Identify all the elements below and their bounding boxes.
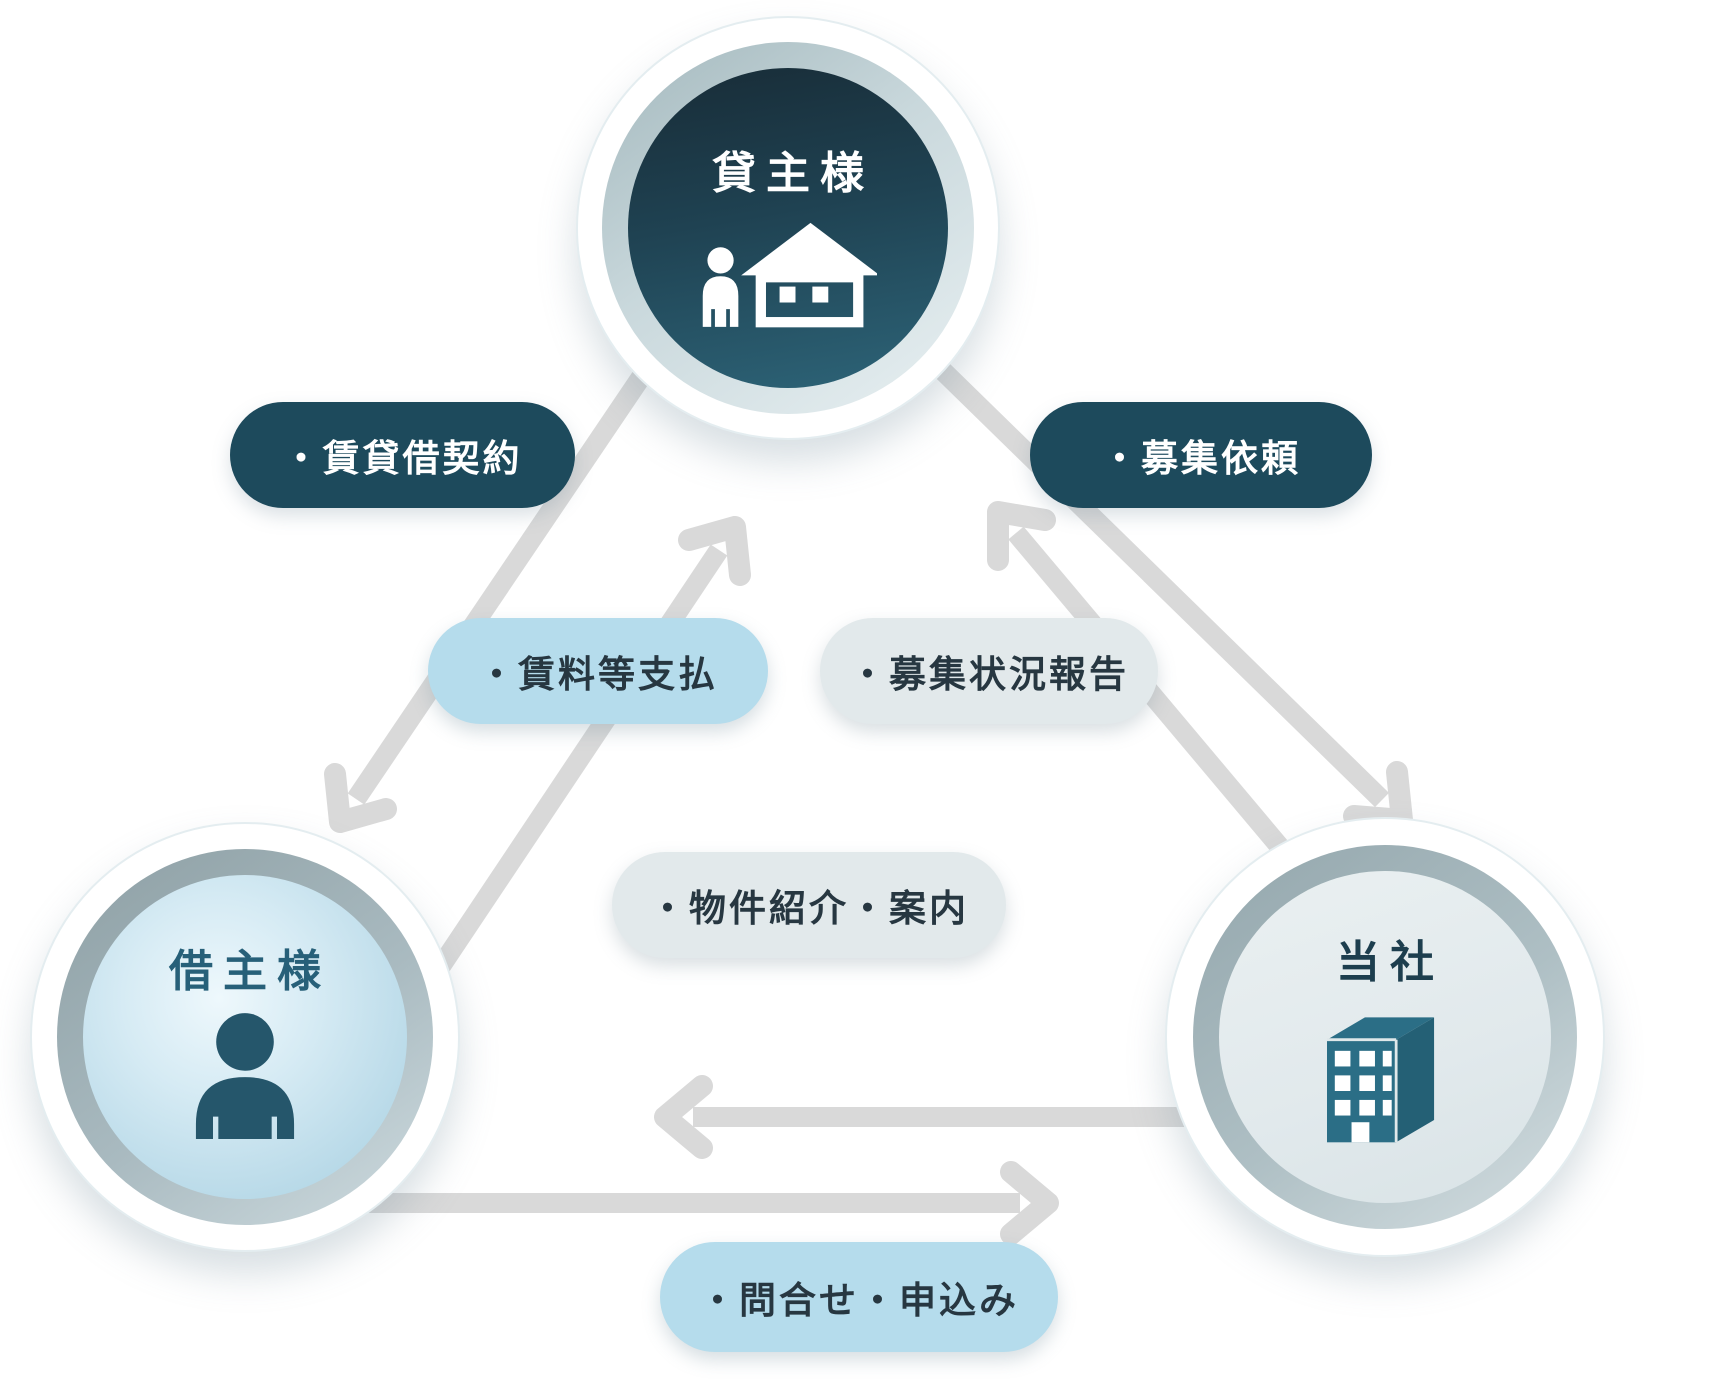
pill-lease-contract: ・賃貸借契約 bbox=[230, 402, 575, 508]
arrow-landlord-to-tenant bbox=[324, 352, 663, 833]
company-circle: 当社 bbox=[1219, 871, 1551, 1203]
tenant-circle: 借主様 bbox=[83, 875, 407, 1199]
pill-property-introduction: ・物件紹介・案内 bbox=[612, 852, 1006, 958]
person-icon bbox=[195, 1013, 295, 1139]
building-icon bbox=[1327, 1016, 1435, 1142]
node-tenant: 借主様 bbox=[30, 822, 460, 1252]
node-company: 当社 bbox=[1165, 817, 1605, 1257]
tenant-label: 借主様 bbox=[169, 947, 331, 996]
company-label: 当社 bbox=[1336, 937, 1444, 987]
pill-rent-payment: ・賃料等支払 bbox=[428, 618, 768, 724]
landlord-label: 貸主様 bbox=[712, 149, 874, 198]
pill-inquiry-application: ・問合せ・申込み bbox=[660, 1242, 1058, 1352]
landlord-house-icon bbox=[702, 222, 877, 328]
node-landlord: 貸主様 bbox=[576, 16, 1000, 440]
pill-recruitment-status-report: ・募集状況報告 bbox=[820, 618, 1158, 724]
landlord-circle: 貸主様 bbox=[628, 68, 948, 388]
pill-recruitment-request: ・募集依頼 bbox=[1030, 402, 1372, 508]
arrow-tenant-to-company bbox=[330, 1161, 1059, 1245]
